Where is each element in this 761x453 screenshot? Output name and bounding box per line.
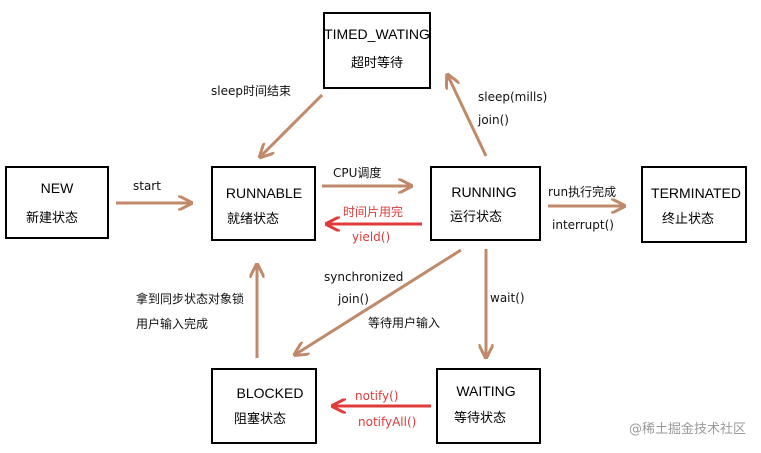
state-blocked: BLOCKED 阻塞状态 xyxy=(211,368,317,444)
label-time-slice: 时间片用完 xyxy=(343,204,403,219)
watermark: @稀土掘金技术社区 xyxy=(629,421,746,437)
label-join-1: join() xyxy=(477,113,509,127)
label-input-done: 用户输入完成 xyxy=(136,316,208,331)
label-cpu-schedule: CPU调度 xyxy=(333,165,381,180)
state-terminated: TERMINATED 终止状态 xyxy=(641,166,747,243)
state-new: NEW 新建状态 xyxy=(5,166,109,239)
terminated-cn: 终止状态 xyxy=(662,211,714,227)
running-en: RUNNING xyxy=(451,184,516,200)
label-yield: yield() xyxy=(352,230,390,244)
state-running: RUNNING 运行状态 xyxy=(430,166,541,241)
label-sleep-end: sleep时间结束 xyxy=(211,84,291,98)
label-run-done: run执行完成 xyxy=(548,184,616,199)
state-timed-waiting: TIMED_WATING 超时等待 xyxy=(323,12,431,89)
running-cn: 运行状态 xyxy=(450,210,502,225)
edge-timed-waiting-runnable xyxy=(261,93,324,156)
blocked-cn: 阻塞状态 xyxy=(234,411,286,427)
edge-running-blocked xyxy=(296,248,462,354)
label-notify-all: notifyAll() xyxy=(358,415,416,429)
edge-running-timed-waiting xyxy=(448,76,488,157)
terminated-en: TERMINATED xyxy=(651,185,741,201)
label-notify: notify() xyxy=(355,389,398,403)
label-sleep-mills: sleep(mills) xyxy=(478,90,547,104)
state-waiting: WAITING 等待状态 xyxy=(436,368,541,444)
waiting-en: WAITING xyxy=(456,383,515,399)
label-synchronized: synchronized xyxy=(324,270,403,284)
timed-waiting-en: TIMED_WATING xyxy=(324,26,430,42)
label-lock-acquired: 拿到同步状态对象锁 xyxy=(136,291,244,306)
timed-waiting-cn: 超时等待 xyxy=(351,55,403,71)
waiting-cn: 等待状态 xyxy=(454,410,506,426)
runnable-en: RUNNABLE xyxy=(226,185,302,201)
runnable-cn: 就绪状态 xyxy=(227,212,279,227)
new-cn: 新建状态 xyxy=(26,210,78,226)
label-start: start xyxy=(133,179,161,193)
label-wait-input: 等待用户输入 xyxy=(368,315,440,330)
state-runnable: RUNNABLE 就绪状态 xyxy=(211,166,316,241)
new-en: NEW xyxy=(41,180,74,196)
label-join-2: join() xyxy=(337,292,369,306)
label-wait: wait() xyxy=(490,291,525,305)
blocked-en: BLOCKED xyxy=(237,385,304,401)
label-interrupt: interrupt() xyxy=(552,218,614,232)
